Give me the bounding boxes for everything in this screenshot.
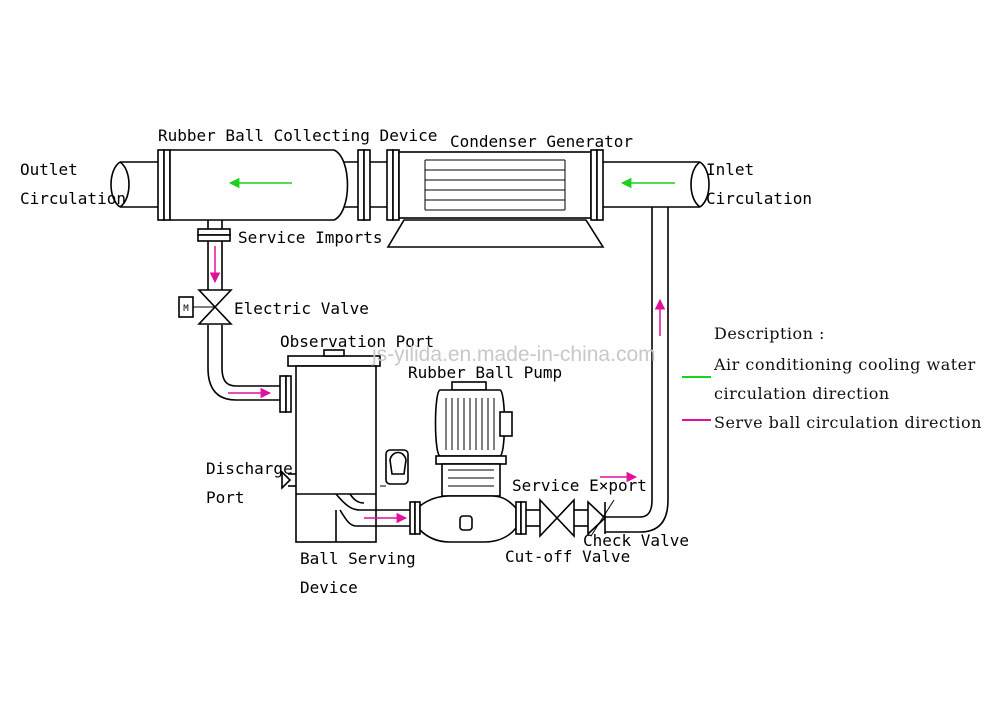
ball-serving-device	[281, 349, 409, 543]
legend-title: Description :	[714, 324, 825, 343]
observation-port-label: Observation Port	[280, 332, 434, 351]
condenser-generator	[386, 149, 605, 248]
legend-green-line1: Air conditioning cooling water	[713, 355, 976, 374]
inlet-label-line1: Inlet	[706, 160, 754, 179]
service-export-label: Service E×port	[512, 476, 647, 495]
watermark: js-yilida.en.made-in-china.com	[371, 343, 656, 366]
service-imports-label: Service Imports	[238, 228, 383, 247]
legend-green-line2: circulation direction	[714, 384, 890, 403]
tank-to-pump-pipe	[335, 493, 421, 542]
electric-valve-label: Electric Valve	[234, 299, 369, 318]
pump-outlet-pipe	[526, 509, 540, 527]
legend: Description : Air conditioning cooling w…	[682, 324, 982, 432]
electric-valve: M	[178, 289, 233, 325]
rubber-ball-pump	[419, 381, 527, 543]
inlet-label-line2: Circulation	[706, 189, 812, 208]
check-valve	[574, 499, 615, 537]
return-pipe	[605, 207, 669, 533]
cutoff-valve	[539, 497, 575, 539]
collecting-device-label: Rubber Ball Collecting Device	[158, 126, 437, 145]
ball-serving-device-label-line1: Ball Serving	[300, 549, 416, 568]
condenser-generator-label: Condenser Generator	[450, 132, 633, 151]
outlet-label-line1: Outlet	[20, 160, 78, 179]
service-imports-pipe	[197, 220, 292, 413]
discharge-port-label-line2: Port	[206, 488, 245, 507]
discharge-port-label-line1: Discharge	[206, 459, 293, 478]
check-valve-label: Check Valve	[583, 531, 689, 550]
cutoff-valve-label: Cut-off Valve	[505, 547, 630, 566]
ball-serving-device-label-line2: Device	[300, 578, 358, 597]
electric-valve-m-symbol: M	[183, 304, 189, 314]
flow-arrows	[209, 177, 675, 524]
rubber-ball-collecting-device	[157, 149, 371, 221]
outlet-label-line2: Circulation	[20, 189, 126, 208]
legend-magenta-line1: Serve ball circulation direction	[714, 413, 982, 432]
rubber-ball-pump-label: Rubber Ball Pump	[408, 363, 562, 382]
